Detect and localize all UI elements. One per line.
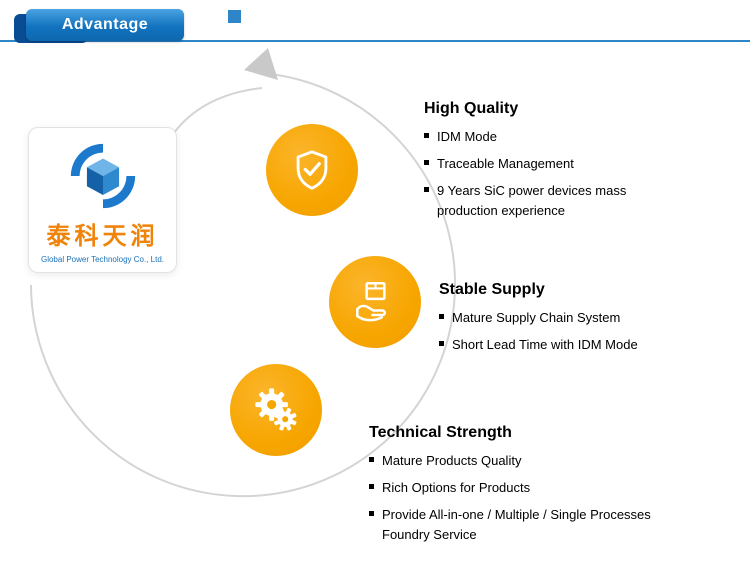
bullet-item: Mature Supply Chain System (439, 308, 709, 328)
feature-section-stable-supply: Stable Supply Mature Supply Chain System… (439, 281, 709, 362)
section-title: Technical Strength (369, 424, 512, 441)
supply-badge (329, 256, 421, 348)
bullet-marker (439, 340, 444, 346)
bullet-item: Rich Options for Products (369, 478, 691, 498)
section-title: High Quality (424, 100, 519, 117)
bullet-marker (424, 132, 429, 138)
technical-badge (230, 364, 322, 456)
bullet-item: Traceable Management (424, 154, 664, 174)
bullet-text: Traceable Management (437, 156, 574, 172)
shield-check-icon (296, 150, 328, 190)
arrowhead-icon (244, 48, 278, 80)
company-english-name: Global Power Technology Co., Ltd. (40, 255, 165, 264)
bullet-item: Mature Products Quality (369, 451, 691, 471)
company-logo-icon (70, 143, 135, 209)
feature-section-technical-strength: Technical Strength Mature Products Quali… (369, 424, 691, 553)
bullet-item: Provide All-in-one / Multiple / Single P… (369, 505, 691, 545)
bullet-marker (369, 483, 374, 489)
bullet-text: Rich Options for Products (382, 480, 531, 496)
gears-icon (255, 388, 297, 431)
banner-label: Advantage (61, 16, 149, 33)
bullet-marker (369, 456, 374, 462)
bullet-text: Provide All-in-one / Multiple / Single P… (382, 507, 651, 543)
company-chinese-name: 泰科天润 (46, 223, 159, 250)
header-divider-line (0, 40, 750, 42)
bullet-marker (439, 313, 444, 319)
box-on-hand-icon (356, 282, 387, 322)
bullet-item: 9 Years SiC power devices mass productio… (424, 181, 664, 221)
bullet-item: Short Lead Time with IDM Mode (439, 335, 709, 355)
advantage-banner: Advantage (26, 9, 184, 41)
company-logo-card: 泰科天润 Global Power Technology Co., Ltd. (28, 127, 177, 273)
bullet-text: Short Lead Time with IDM Mode (452, 337, 638, 353)
section-title: Stable Supply (439, 281, 545, 298)
bullet-marker (424, 186, 429, 192)
bullet-text: Mature Supply Chain System (452, 310, 621, 325)
bullet-text: IDM Mode (437, 129, 497, 144)
bullet-marker (424, 159, 429, 165)
quality-badge (266, 124, 358, 216)
bullet-text: Mature Products Quality (382, 453, 522, 468)
bullet-item: IDM Mode (424, 127, 664, 147)
feature-section-high-quality: High Quality IDM Mode Traceable Manageme… (424, 100, 664, 229)
bullet-marker (369, 510, 374, 516)
bullet-text: 9 Years SiC power devices mass productio… (437, 183, 627, 219)
banner-accent-square (228, 10, 241, 23)
